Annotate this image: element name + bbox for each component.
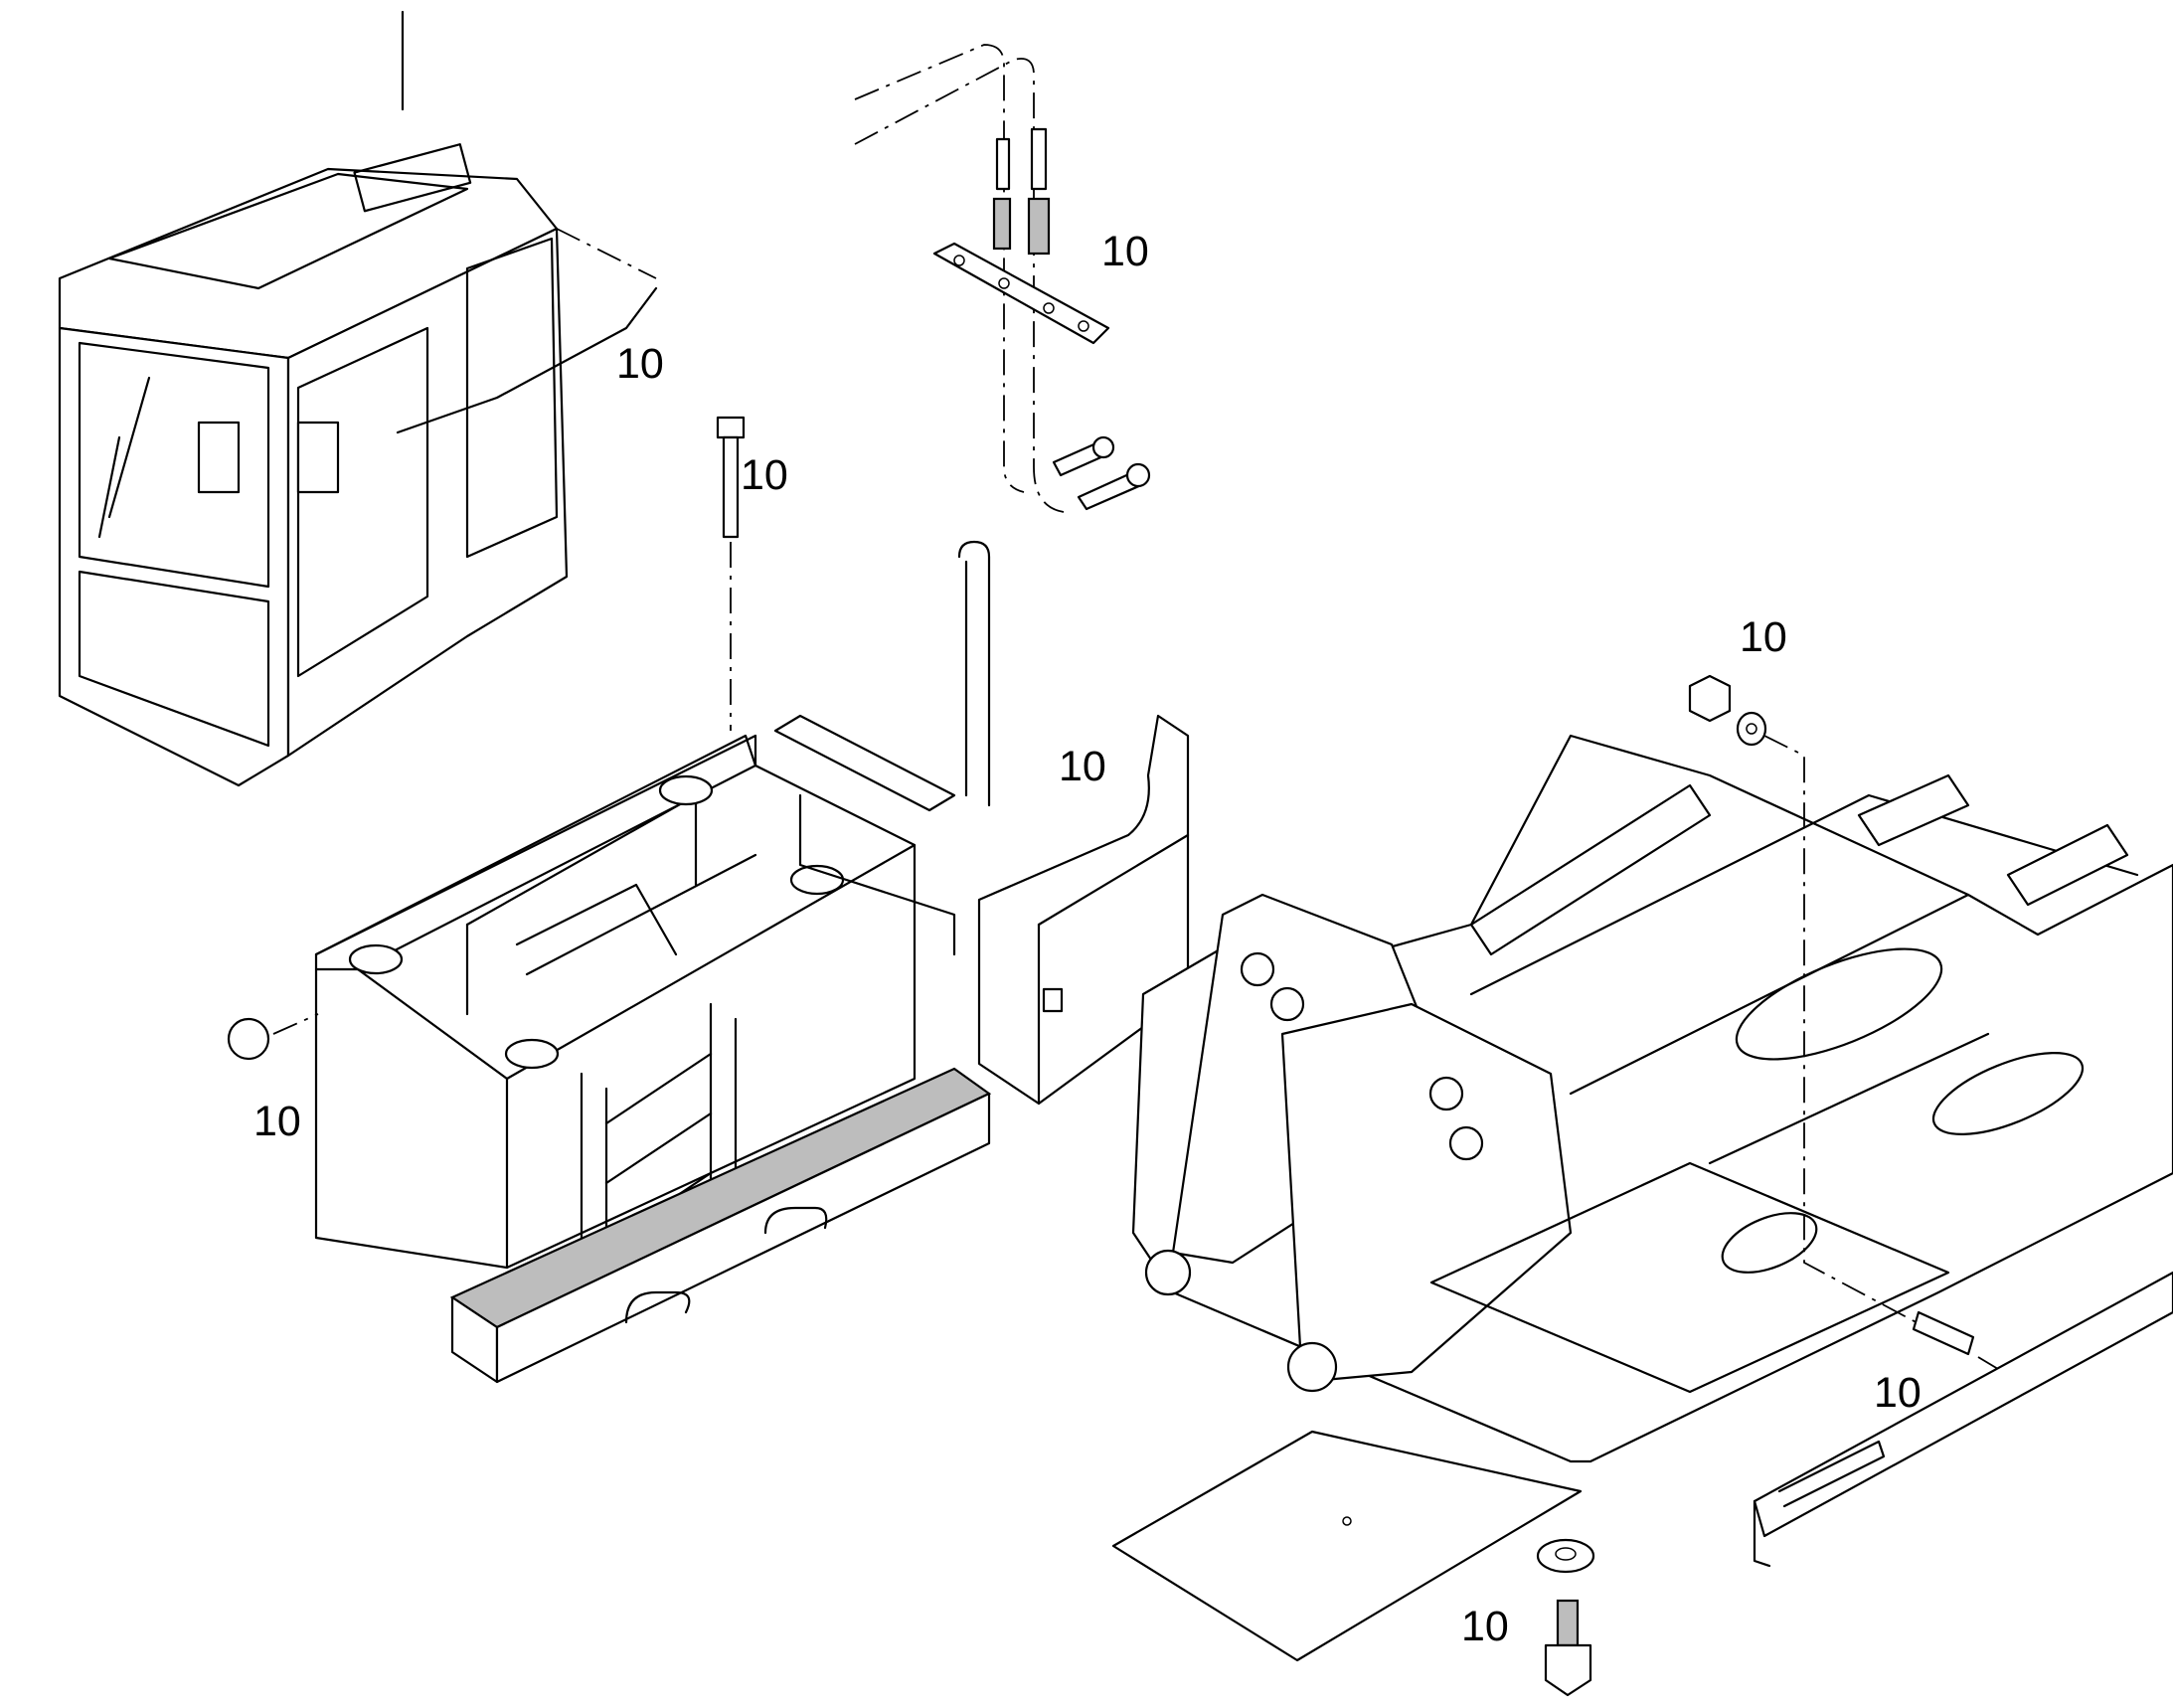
callout-nut-washer: 10 — [1740, 613, 1787, 661]
fuel-tank-assembly — [227, 416, 1190, 1384]
callout-cab: 10 — [616, 340, 664, 388]
callout-side-rail-pin: 10 — [1874, 1369, 1922, 1417]
operator-cab — [58, 10, 658, 787]
callout-fuel-tank-plug: 10 — [253, 1098, 301, 1145]
callout-step-cover: 10 — [1059, 743, 1106, 790]
callout-bolt-top: 10 — [741, 451, 788, 499]
callout-bottom-bolt: 10 — [1461, 1603, 1509, 1650]
upper-frame — [1111, 674, 2173, 1697]
callout-hydraulic-fittings: 10 — [1101, 228, 1149, 275]
hydraulic-fittings — [854, 44, 1151, 513]
